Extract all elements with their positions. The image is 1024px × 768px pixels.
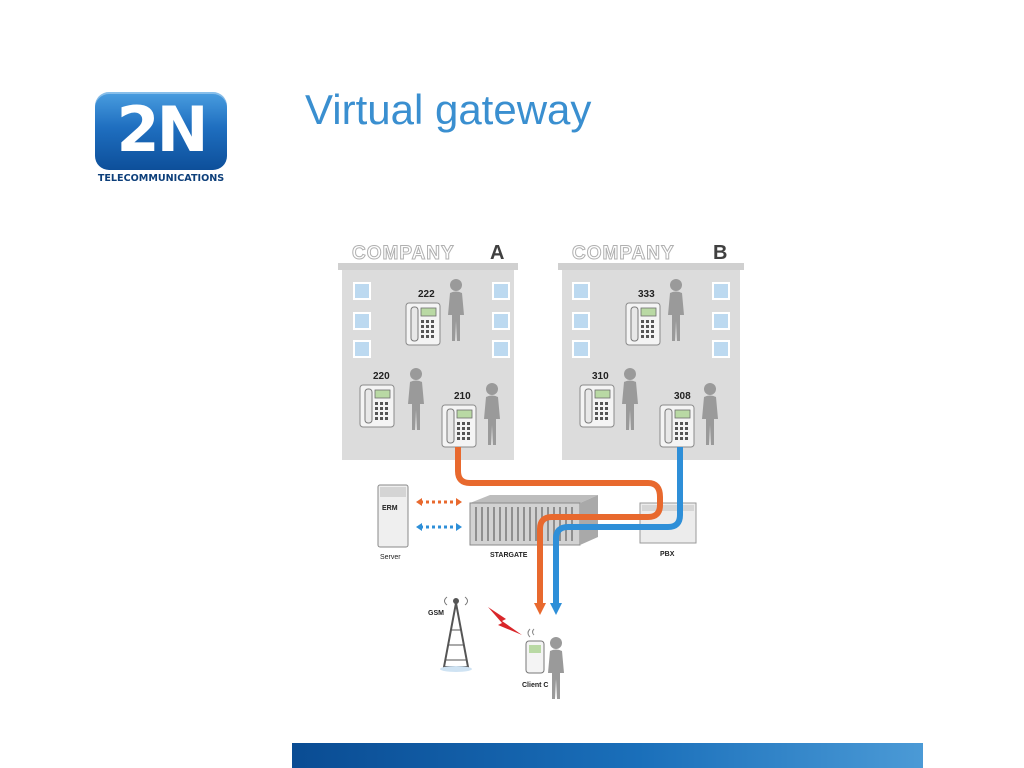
footer-bar	[292, 743, 923, 768]
phone-icon	[659, 404, 695, 448]
logo-badge: 2N	[95, 92, 227, 170]
company-b-label: COMPANY	[572, 243, 675, 264]
company-b-building: COMPANY B 333 310 308	[558, 242, 744, 460]
ext-310: 310	[592, 371, 609, 382]
company-b-letter: B	[713, 242, 727, 264]
logo-subtitle: TELECOMMUNICATIONS	[97, 173, 225, 184]
gsm-tower-icon: GSM	[428, 596, 472, 672]
phone-icon	[625, 302, 661, 346]
company-a-letter: A	[490, 242, 504, 264]
phone-icon	[359, 384, 395, 428]
erm-server: ERM Server	[377, 484, 409, 561]
phone-icon	[579, 384, 615, 428]
ext-308: 308	[674, 391, 691, 402]
company-a-label: COMPANY	[352, 243, 455, 264]
ext-220: 220	[373, 371, 390, 382]
call-route-blue	[550, 447, 683, 615]
ext-222: 222	[418, 289, 435, 300]
server-label: Server	[380, 554, 401, 561]
phone-icon	[405, 302, 441, 346]
data-link-arrows	[416, 498, 462, 531]
ext-210: 210	[454, 391, 471, 402]
network-diagram: COMPANY A 222 220 210 COMPANY B 333 310	[338, 242, 744, 699]
logo-brand: 2N	[116, 93, 208, 166]
person-icon	[548, 637, 564, 699]
slide-title: Virtual gateway	[305, 86, 592, 133]
pbx-device: PBX	[639, 502, 697, 558]
stargate-label: STARGATE	[490, 552, 528, 559]
client-c: Client C	[522, 628, 564, 699]
call-route-orange	[455, 447, 663, 615]
server-tag: ERM	[382, 505, 398, 512]
signal-bolt-icon	[488, 607, 522, 635]
gsm-label: GSM	[428, 610, 444, 617]
ext-333: 333	[638, 289, 655, 300]
company-a-building: COMPANY A 222 220 210	[338, 242, 518, 460]
pbx-label: PBX	[660, 551, 675, 558]
client-label: Client C	[522, 682, 548, 689]
company-logo: 2N TELECOMMUNICATIONS	[93, 92, 229, 186]
phone-icon	[441, 404, 477, 448]
